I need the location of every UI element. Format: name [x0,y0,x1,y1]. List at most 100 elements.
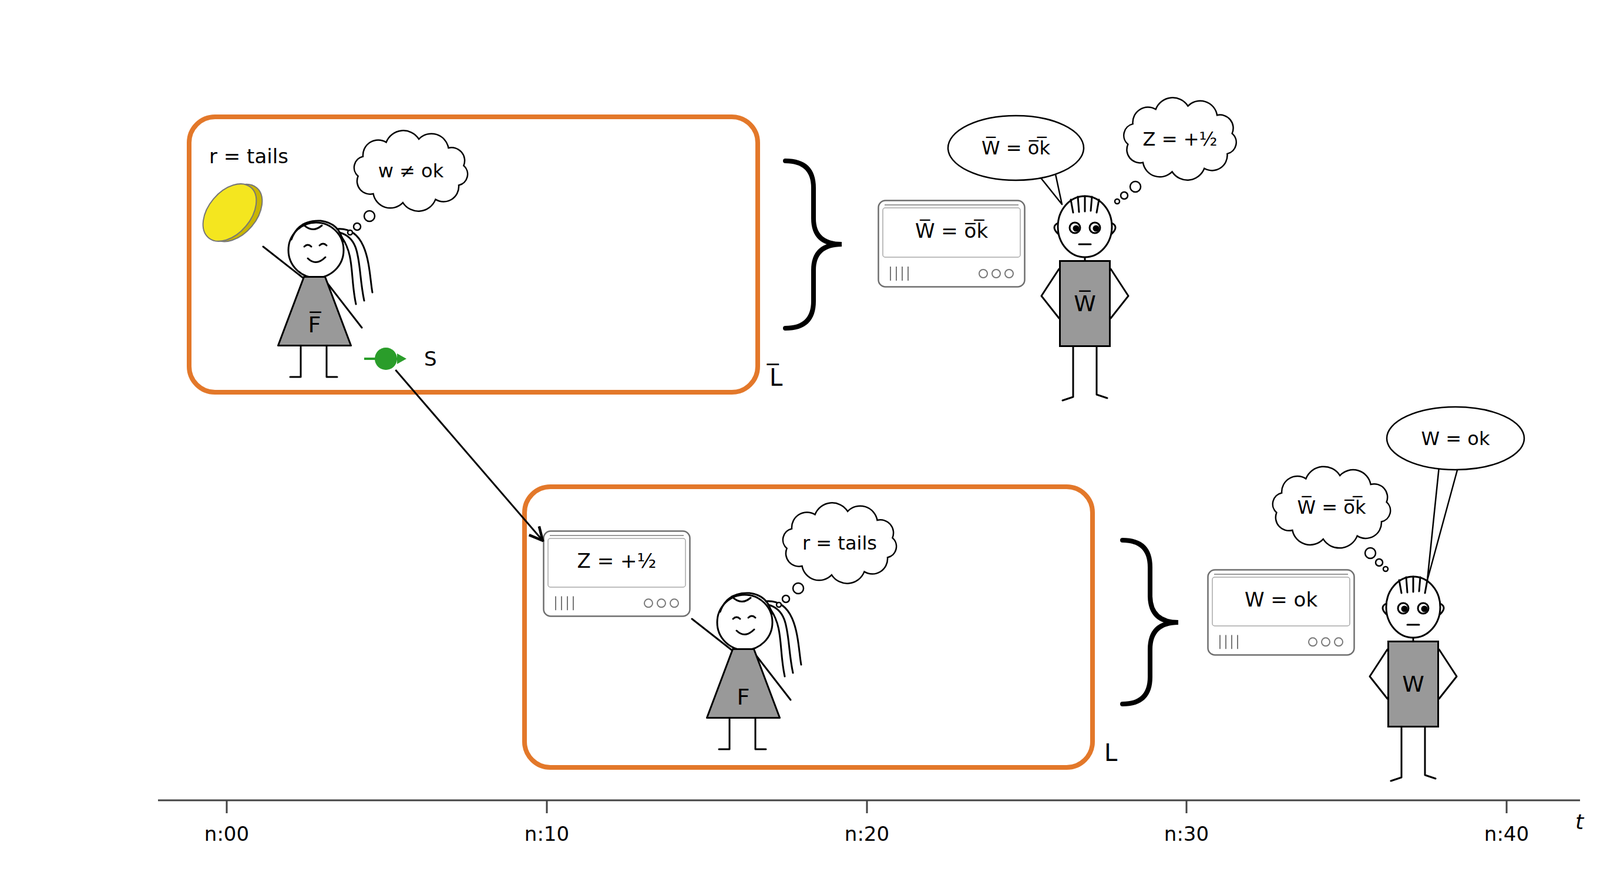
speech-outline [1386,407,1525,470]
text-group: Z = +½ [1117,93,1243,184]
thought-bubble: W̅ = o̅k̅ [1265,464,1398,551]
observer-body: F̅ [277,276,352,347]
time-label: n:20 [844,822,890,847]
thought-dot [1130,181,1141,193]
time-label: n:10 [524,822,570,847]
outcome-label: r = tails [209,144,289,169]
cloud-outline [1272,466,1391,549]
device-bar [1225,634,1227,650]
text-group: L̅ [769,364,783,392]
speech-bubble: W = ok [1385,405,1526,472]
node-text: W = ok [1421,427,1491,450]
body-outline [1060,261,1111,347]
girl-figure [263,220,373,378]
observer-body: W̅ [1059,260,1111,348]
device-bar [1231,634,1233,650]
time-axis [158,800,1581,802]
node-text: F [737,684,751,711]
device-knob [1004,269,1014,278]
device-bar [907,266,909,281]
device-case [543,531,691,617]
node-text: W̅ = o̅k̅ [981,136,1051,160]
text-group: S [424,347,438,371]
thought-dot [1375,559,1383,567]
node-text: Z = +½ [577,549,657,573]
node-text: W = ok [1244,587,1318,612]
device-rim [884,204,1019,206]
coin [192,170,273,255]
node-text: Z = +½ [1143,128,1218,151]
lab-box: LZ = +½r = tailsF [522,484,1095,771]
dress-outline [278,277,352,346]
device-knob [979,269,988,278]
speech-outline [948,115,1084,181]
thought-dot [1114,199,1120,204]
node-text: w ≠ ok [378,159,444,183]
curly-brace [785,160,842,329]
node-outline [542,530,691,618]
text-group: w ≠ ok [347,127,475,215]
node-text: L [1104,739,1118,767]
display-device: Z = +½ [542,530,691,618]
device-bar [566,596,568,611]
time-label: n:40 [1484,822,1529,847]
device-bar [1219,634,1221,650]
device-rim [1214,573,1349,576]
spin-arrowhead [397,353,407,365]
boy-figure [1041,196,1129,401]
axis-tick [226,800,1507,814]
text-group: r = tails [775,499,904,587]
device-case [878,200,1025,288]
device-knob [670,599,679,608]
thought-dot [792,583,804,594]
node-text: F̅ [308,311,322,338]
device-knob [992,269,1001,278]
display-device: W̅ = o̅k̅ [877,199,1026,288]
display-device: W = ok [1207,569,1356,657]
speech-tail [1427,466,1458,581]
curly-brace [1122,540,1179,705]
cloud-outline [1123,97,1236,180]
observer-body: W [1387,640,1440,728]
thought-dot [1383,566,1388,572]
thought-dot [776,602,782,608]
node-text: W̅ = o̅k̅ [1297,496,1367,519]
text-group: F̅ [277,303,352,347]
device-knob [644,599,653,608]
text-group: W̅ = o̅k̅ [1265,464,1398,551]
device-bar [560,596,563,611]
device-bar [1237,634,1239,650]
dress-outline [707,649,781,719]
device-knob [1334,637,1343,647]
thought-bubble: w ≠ ok [347,127,475,215]
thought-bubble: r = tails [775,499,904,587]
device-bar [901,266,903,281]
thought-bubble: Z = +½ [1117,93,1243,184]
device-screen [882,207,1021,258]
device-bar [555,596,557,611]
text-group: W̅ [1059,260,1111,348]
girl-figure [691,593,802,750]
particle-dot [374,347,398,371]
node-text: W [1402,671,1425,698]
speech-bubble: W̅ = o̅k̅ [946,114,1085,182]
text-group: L [1104,739,1118,767]
device-bar [889,266,892,281]
device-knob [657,599,666,608]
thought-dot [364,210,375,222]
node-text: W̅ [1073,290,1097,317]
node-outline [1207,569,1356,657]
thought-dot [782,595,790,603]
node-text: W̅ = o̅k̅ [915,219,988,243]
cloud-outline [782,502,897,584]
node-outline [374,347,398,371]
coin-face [192,173,267,252]
thought-dot [353,223,361,231]
axis-name: t [1575,809,1584,835]
text-group: F [706,675,781,719]
boy-figure [1369,576,1457,782]
